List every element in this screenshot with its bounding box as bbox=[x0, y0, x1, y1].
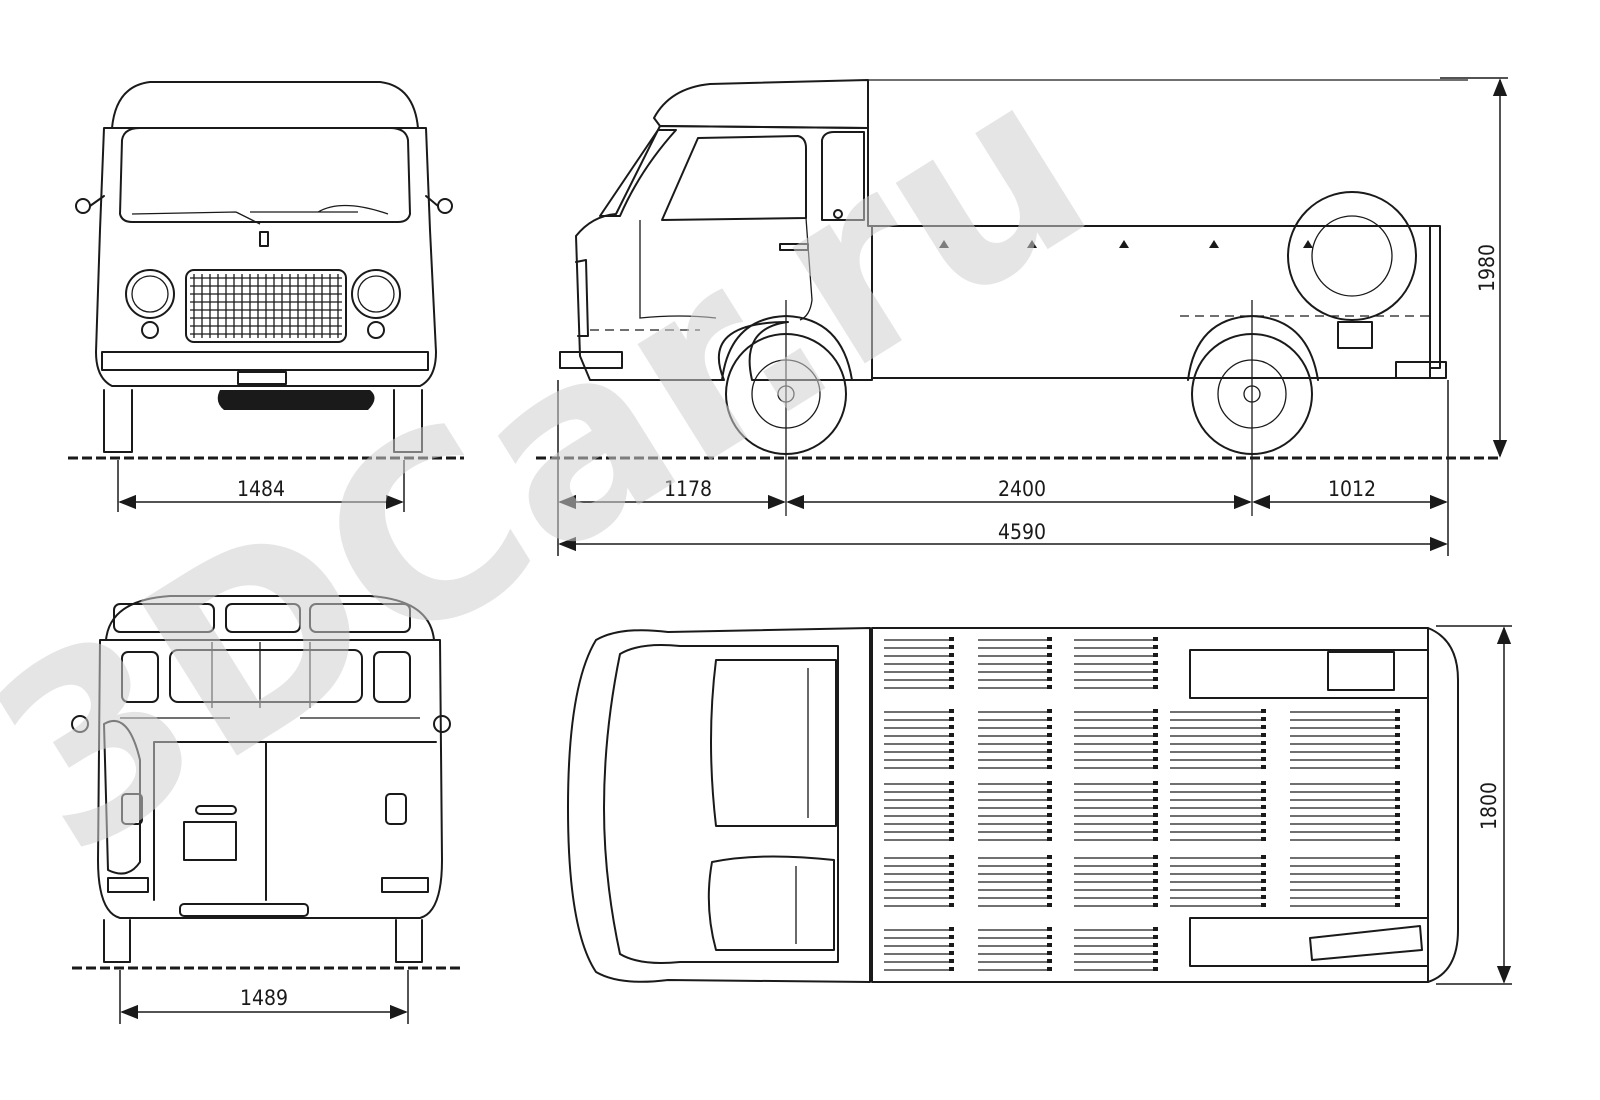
rear-track-dimension: 1489 bbox=[119, 970, 409, 1024]
rear-track-label: 1489 bbox=[240, 986, 288, 1010]
side-dimensions: 1178 2400 1012 4590 1980 bbox=[557, 77, 1508, 556]
front-track-dimension: 1484 bbox=[117, 460, 405, 512]
width-label: 1800 bbox=[1477, 782, 1501, 830]
front-overhang-label: 1178 bbox=[664, 477, 712, 501]
top-width-dimension: 1800 bbox=[1436, 625, 1512, 985]
side-view bbox=[559, 79, 1468, 516]
rear-view bbox=[71, 595, 451, 963]
wheelbase-label: 2400 bbox=[998, 477, 1046, 501]
front-view bbox=[75, 81, 453, 453]
rear-overhang-label: 1012 bbox=[1328, 477, 1376, 501]
height-label: 1980 bbox=[1475, 244, 1499, 292]
top-view bbox=[567, 627, 1459, 983]
front-track-label: 1484 bbox=[237, 477, 285, 501]
overall-length-label: 4590 bbox=[998, 520, 1046, 544]
watermark-text: 3DCar.ru bbox=[0, 18, 1134, 910]
